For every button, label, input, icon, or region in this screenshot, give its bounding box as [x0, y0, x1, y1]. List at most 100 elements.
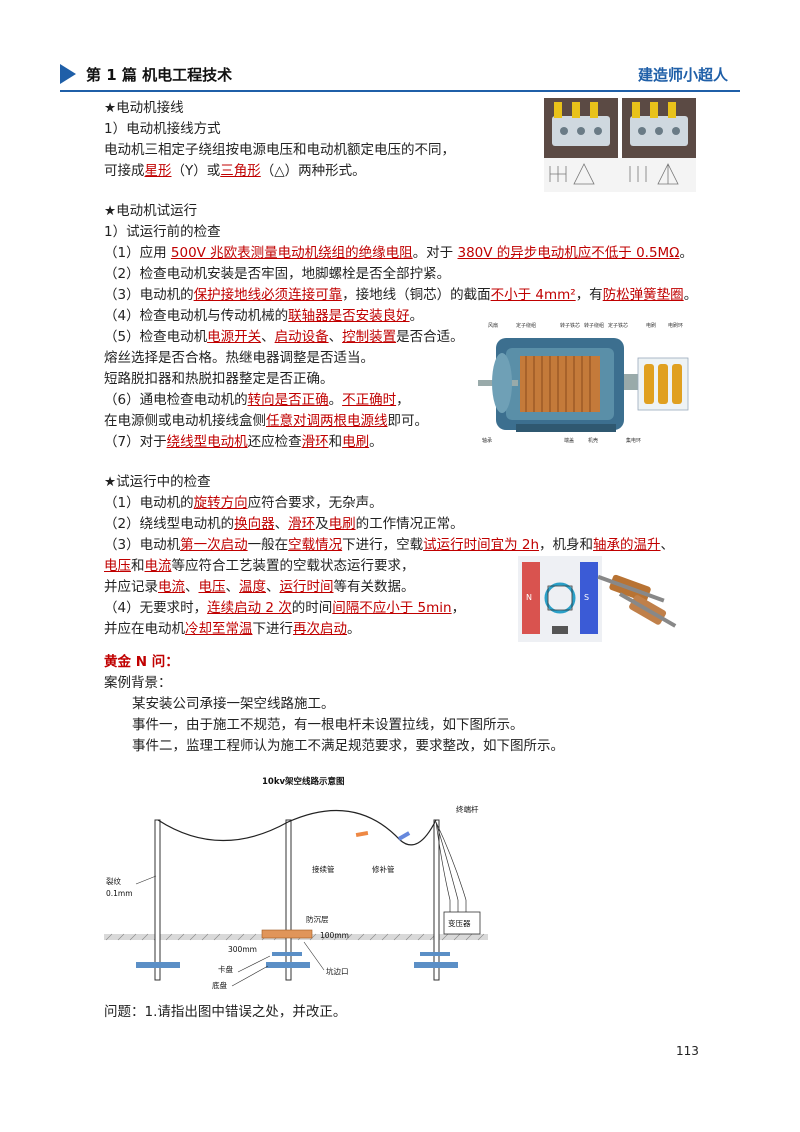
- keyword: 防松弹簧垫圈: [602, 287, 684, 303]
- text: （4）检查电动机与传动机械的: [104, 308, 289, 324]
- section-heading: ★试运行中的检查: [104, 474, 211, 490]
- page-header: 第 1 篇 机电工程技术 建造师小超人: [60, 60, 740, 92]
- text: （△）两种形式。: [260, 163, 366, 179]
- crack-width-label: 0.1mm: [106, 889, 133, 898]
- diagram-title: 10kv架空线路示意图: [262, 776, 345, 787]
- header-triangle-icon: [60, 64, 76, 84]
- motor-label: 转子铁芯: [560, 322, 580, 329]
- case-line: 事件一，由于施工不规范，有一根电杆未设置拉线，如下图所示。: [132, 717, 524, 733]
- svg-text:N: N: [526, 593, 532, 602]
- text: ，接地线（铜芯）的截面: [342, 287, 491, 303]
- case-line: 某安装公司承接一架空线路施工。: [132, 696, 335, 712]
- text: 、: [660, 537, 675, 553]
- text: 一般在: [247, 537, 289, 553]
- height-300-label: 300mm: [228, 945, 257, 954]
- transformer-label: 变压器: [448, 918, 471, 928]
- text: 。: [328, 392, 343, 408]
- text: 及: [315, 516, 329, 532]
- chuck-label: 卡盘: [218, 964, 233, 974]
- text: 。对于: [412, 245, 458, 261]
- keyword: 星形: [144, 163, 172, 179]
- keyword: 运行时间: [279, 579, 334, 595]
- text: （1）应用: [104, 245, 171, 261]
- question: 问题：1.请指出图中错误之处，并改正。: [104, 1004, 347, 1020]
- connector-label: 接续管: [312, 864, 335, 874]
- text: 、: [225, 579, 240, 595]
- text: 应符合要求，无杂声。: [247, 495, 383, 511]
- case-background-label: 案例背景：: [104, 675, 172, 691]
- keyword: 轴承的温升: [593, 537, 661, 553]
- keyword: 电刷: [342, 434, 370, 450]
- text: 。: [347, 621, 361, 637]
- list-item: （6）通电检查电动机的转向是否正确。不正确时，: [104, 390, 704, 411]
- text: 、: [266, 579, 280, 595]
- keyword: 温度: [239, 579, 266, 595]
- keyword: 联轴器是否安装良好: [288, 308, 410, 324]
- text: 的工作情况正常。: [355, 516, 464, 532]
- keyword: 电流: [158, 579, 185, 595]
- motor-terminal-figure: [544, 98, 696, 192]
- page-number: 113: [676, 1044, 699, 1058]
- text: 。: [683, 287, 698, 303]
- text: ，机身和: [539, 537, 594, 553]
- case-heading: 黄金 N 问：: [104, 654, 179, 670]
- motor-label: 轴承: [482, 437, 492, 444]
- motor-label: 集电环: [626, 437, 641, 444]
- keyword: 任意对调两根电源线: [266, 413, 388, 429]
- keyword: 换向器: [234, 516, 275, 532]
- paragraph: 并应记录电流、电压、温度、运行时间等有关数据。: [104, 577, 704, 598]
- motor-label: 转子绕组: [584, 322, 604, 329]
- keyword: 滑环: [301, 434, 329, 450]
- keyword: 控制装置: [342, 329, 397, 345]
- text: 是否合适。: [396, 329, 464, 345]
- keyword: 三角形: [220, 163, 261, 179]
- motor-label: 电刷: [646, 322, 656, 329]
- text: 。: [369, 434, 383, 450]
- text: （2）绕线型电动机的: [104, 516, 235, 532]
- keyword: 滑环: [288, 516, 316, 532]
- keyword: 电流: [144, 558, 172, 574]
- keyword: 电源开关: [207, 329, 262, 345]
- list-item: （1）应用 500V 兆欧表测量电动机绕组的绝缘电阻。对于 380V 的异步电动…: [104, 243, 704, 264]
- text: ，: [451, 600, 466, 616]
- text: 。: [409, 308, 424, 324]
- paragraph: 在电源侧或电动机接线盒侧任意对调两根电源线即可。: [104, 411, 704, 432]
- text: （1）电动机的: [104, 495, 194, 511]
- text: （3）电动机的: [104, 287, 194, 303]
- motor-label: 风扇: [488, 322, 498, 329]
- motor-label: 定子绕组: [516, 322, 536, 329]
- motor-label: 机壳: [588, 437, 598, 444]
- text: （4）无要求时，: [104, 600, 208, 616]
- text: 在电源侧或电动机接线盒侧: [104, 413, 266, 429]
- base-label: 底盘: [212, 980, 227, 990]
- text: 、: [274, 516, 289, 532]
- text: （7）对于: [104, 434, 167, 450]
- keyword: 连续启动 2 次: [207, 600, 292, 616]
- keyword: 电压: [104, 558, 131, 574]
- section-heading: ★电动机接线: [104, 100, 184, 116]
- paragraph: 短路脱扣器和热脱扣器整定是否正确。: [104, 371, 334, 387]
- keyword: 间隔不应小于 5min: [332, 600, 452, 616]
- paragraph: 电动机三相定子绕组按电源电压和电动机额定电压的不同，: [104, 142, 455, 158]
- brand-name: 建造师小超人: [637, 66, 728, 84]
- list-item: （2）检查电动机安装是否牢固，地脚螺栓是否全部拧紧。: [104, 266, 451, 282]
- text: 可接成: [104, 163, 145, 179]
- overhead-line-diagram: 10kv架空线路示意图 裂纹 0.1mm 接续管 修补管 终端杆 变压器: [100, 772, 500, 994]
- text: 、: [328, 329, 343, 345]
- pit-label: 坑边口: [326, 966, 349, 976]
- text: 、: [185, 579, 199, 595]
- text: 等应符合工艺装置的空载状态运行要求，: [171, 558, 415, 574]
- crack-label: 裂纹: [106, 876, 121, 886]
- list-item: （5）检查电动机电源开关、启动设备、控制装置是否合适。: [104, 327, 704, 348]
- keyword: 试运行时间宜为 2h: [423, 537, 540, 553]
- list-item: （4）检查电动机与传动机械的联轴器是否安装良好。: [104, 306, 704, 327]
- section-heading: ★电动机试运行: [104, 203, 198, 219]
- text: 还应检查: [247, 434, 302, 450]
- keyword: 转向是否正确: [247, 392, 329, 408]
- text: 、: [261, 329, 275, 345]
- keyword: 再次启动: [293, 621, 347, 637]
- text: 并应记录: [104, 579, 158, 595]
- text: 下进行: [252, 621, 294, 637]
- case-line: 事件二，监理工程师认为施工不满足规范要求，要求整改，如下图所示。: [132, 738, 564, 754]
- rotor-figure: N S: [518, 556, 696, 642]
